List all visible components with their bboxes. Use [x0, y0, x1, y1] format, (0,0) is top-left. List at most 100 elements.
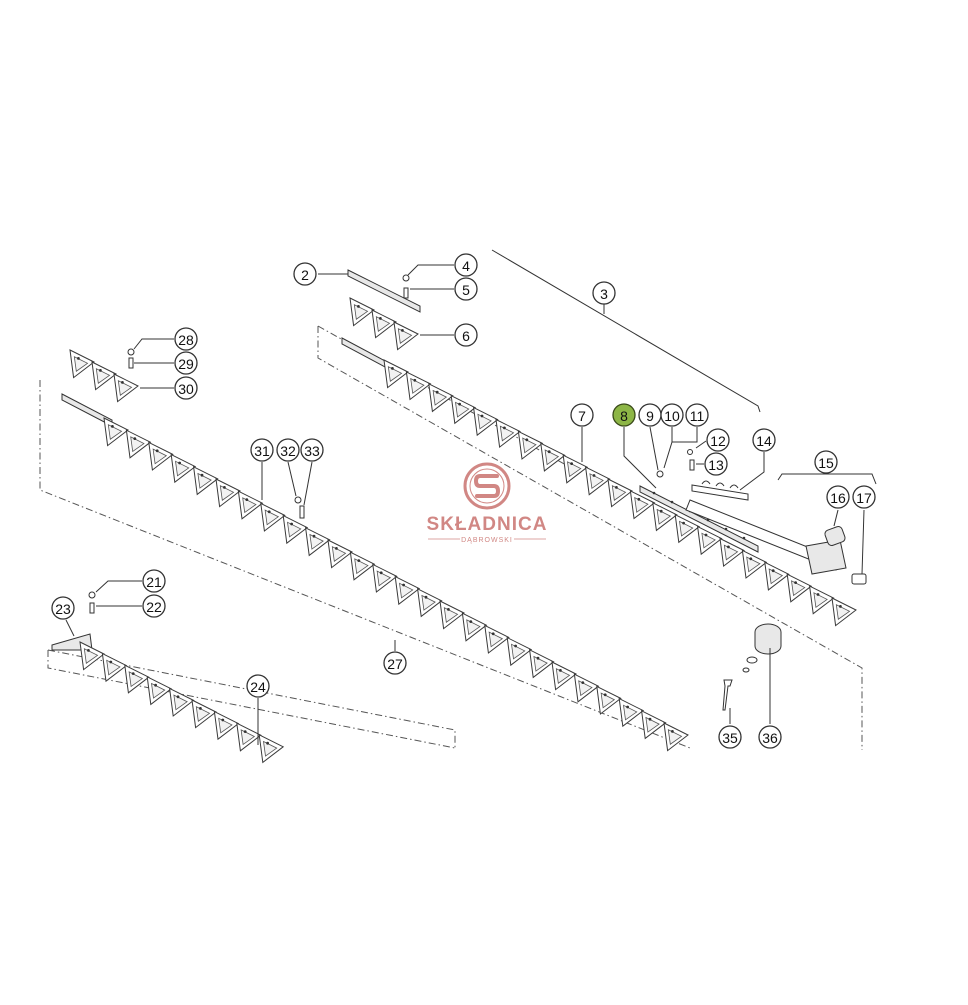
lower-knife-rivet [154, 683, 158, 687]
upper-knife-section-face [455, 401, 470, 418]
middle-knife-section-face [555, 668, 571, 684]
callout-13: 13 [704, 452, 728, 476]
outline-lower-knife [47, 650, 456, 749]
bracket-15 [777, 473, 877, 485]
callout-circle-5 [454, 277, 478, 301]
screw-13 [689, 459, 695, 471]
middle-knife-section-face [264, 509, 280, 526]
middle-knife-teeth [103, 417, 689, 752]
upper-knife-rivet [794, 581, 797, 584]
middle-knife-rivet [335, 547, 338, 550]
middle-knife-section-face [421, 594, 436, 611]
middle-knife-rivet [111, 425, 114, 428]
upper-knife-section-face [432, 389, 448, 406]
middle-knife-section-face [331, 546, 347, 562]
callout-4: 4 [454, 253, 478, 277]
fasteners [88, 274, 695, 614]
callout-leaders [65, 264, 865, 745]
lower-knife-rivet [266, 741, 269, 745]
outline-lower-knife-top [47, 649, 456, 748]
upper-knife-rivet [839, 605, 842, 608]
nut-32 [294, 496, 302, 504]
callout-6: 6 [454, 323, 478, 347]
lower-knife-rivet [243, 730, 247, 733]
middle-knife-rivet [424, 595, 428, 599]
washer-36 [746, 656, 758, 664]
middle-knife-section-face [533, 655, 548, 672]
upper-knife-section-face [813, 592, 828, 609]
knife-guide-14-slots [701, 480, 739, 489]
upper-knife-rivet [816, 593, 820, 596]
callout-circle-14 [752, 428, 776, 452]
callout-15: 15 [814, 450, 838, 474]
lower-knife-rivet [131, 672, 135, 675]
callout-8: 8 [612, 403, 636, 427]
upper-knife-rivet [480, 414, 484, 418]
callout-circle-15 [814, 450, 838, 474]
callout-circle-28 [174, 327, 198, 351]
leader-23 [65, 619, 75, 637]
middle-knife-rivet [447, 608, 450, 611]
callout-circle-22 [142, 594, 166, 618]
middle-knife-section-face [511, 643, 526, 660]
leader-21 [95, 580, 142, 593]
leader-8 [623, 427, 657, 489]
callout-12: 12 [706, 428, 730, 452]
callout-circle-10 [660, 403, 684, 427]
upper-knife-rivet [435, 390, 439, 394]
callout-number-31: 31 [254, 443, 270, 459]
leader-11 [672, 427, 698, 443]
outline-middle-knife [39, 380, 691, 749]
upper-knife-rivet [704, 533, 708, 537]
callout-36: 36 [758, 725, 782, 749]
nut-28 [127, 348, 135, 356]
upper-knife-section-face [567, 461, 582, 478]
callout-number-11: 11 [690, 408, 705, 424]
middle-knife-section-face [488, 631, 504, 648]
callout-circle-17 [852, 485, 876, 509]
upper-knife-rivet [525, 438, 529, 442]
mid-small-knife-section-face [73, 356, 89, 372]
upper-knife-section-face [746, 556, 761, 573]
upper-knife-rivet [615, 486, 618, 489]
middle-knife-rivet [536, 656, 540, 660]
middle-knife-section-face [466, 619, 481, 636]
callout-number-10: 10 [664, 408, 680, 424]
lower-knife-section-face [240, 729, 256, 746]
mid-small-knife-section-face [95, 368, 111, 384]
upper-knife-section-face [499, 425, 515, 442]
upper-knife-rivet [637, 497, 641, 501]
callout-circle-36 [758, 725, 782, 749]
upper-knife-rivet [749, 557, 753, 561]
small-knife-section-face [397, 328, 413, 344]
ring-36 [742, 667, 750, 673]
callout-circle-24 [246, 674, 270, 698]
knife-head-assembly [639, 480, 867, 711]
callout-number-17: 17 [856, 490, 872, 506]
middle-knife [61, 393, 689, 752]
leader-28 [133, 338, 174, 350]
callout-circle-3 [592, 281, 616, 305]
middle-knife-rivet [648, 717, 652, 721]
nut-12 [687, 449, 693, 455]
callout-28: 28 [174, 327, 198, 351]
mid-small-knife-section-face [117, 380, 133, 396]
middle-knife-section-face [623, 704, 638, 721]
middle-knife-rivet [581, 681, 585, 684]
callout-number-21: 21 [146, 574, 162, 590]
upper-knife-rivet [413, 378, 417, 382]
callout-circle-32 [276, 438, 300, 462]
callout-number-3: 3 [600, 286, 608, 302]
middle-knife-section-face [309, 533, 324, 550]
nut-9 [656, 470, 664, 478]
screw-22 [89, 602, 95, 614]
upper-knife-section-face [634, 496, 649, 513]
middle-knife-rivet [559, 669, 562, 672]
lower-knife-section-face [195, 706, 211, 722]
lower-knife [51, 633, 285, 764]
lower-knife-rivet [109, 660, 113, 664]
small-knife-section-face [353, 304, 369, 320]
callout-number-22: 22 [146, 599, 162, 615]
middle-knife-section-face [287, 521, 302, 538]
